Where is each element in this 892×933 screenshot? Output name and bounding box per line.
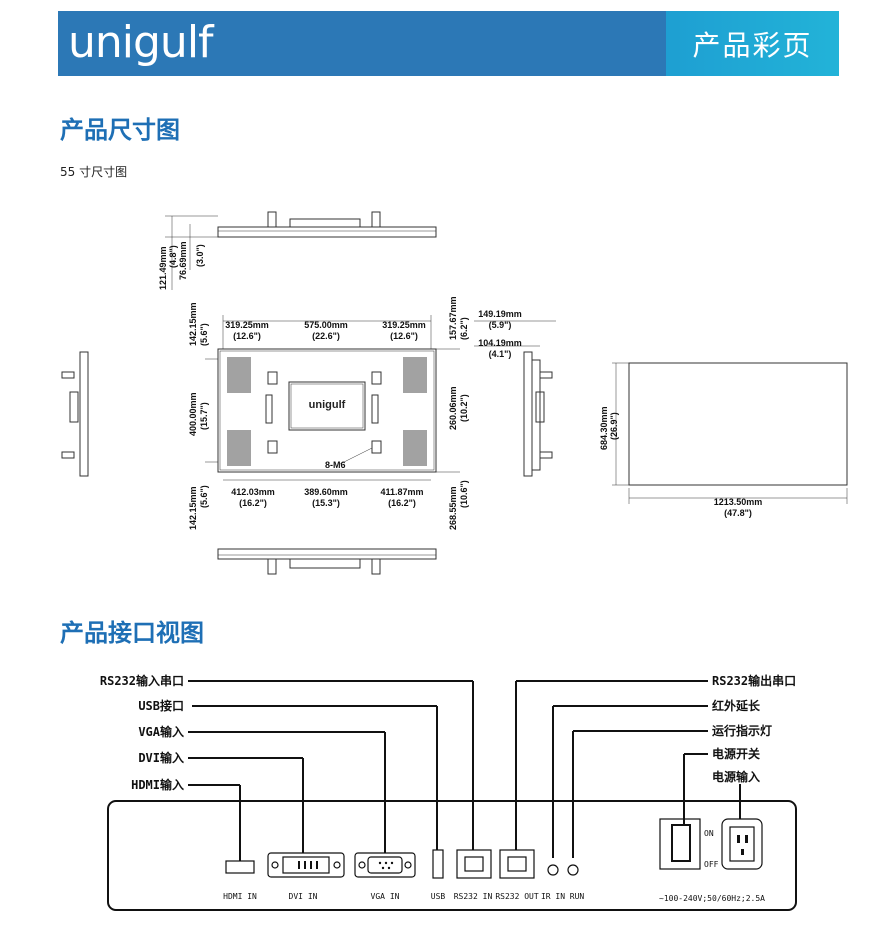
dim-side-1-inch: (5.9") [489, 320, 512, 330]
dim-front-height: 684.30mm [599, 406, 609, 450]
dim-left-1: 142.15mm [188, 302, 198, 346]
callout-rs232-in: RS232输入串口 [100, 673, 184, 688]
interface-diagram: RS232输入串口 USB接口 VGA输入 DVI输入 HDMI输入 RS232… [100, 673, 797, 911]
dim-bottom-2: 389.60mm [304, 487, 348, 497]
dim-left-1-inch: (5.6") [199, 323, 209, 346]
section-title-interfaces: 产品接口视图 [60, 619, 204, 647]
dim-right-2-inch: (10.2") [459, 394, 469, 422]
power-spec: ~100-240V;50/60Hz;2.5A [659, 894, 765, 903]
dim-left-3-inch: (5.6") [199, 485, 209, 508]
dim-front-width-inch: (47.8") [724, 508, 752, 518]
port-dvi: DVI IN [289, 892, 318, 901]
dim-right-1-inch: (6.2") [459, 317, 469, 340]
header-title: 产品彩页 [692, 28, 813, 62]
section-title-dimensions: 产品尺寸图 [60, 116, 180, 144]
port-rs232-in: RS232 IN [454, 892, 493, 901]
dim-left-2-inch: (15.7") [199, 402, 209, 430]
dim-right-1: 157.67mm [448, 296, 458, 340]
dim-top-depth2-inch: (3.0") [195, 244, 205, 267]
switch-on-label: ON [704, 829, 714, 838]
callout-power-switch: 电源开关 [712, 746, 760, 761]
callout-rs232-out: RS232输出串口 [712, 673, 796, 688]
dim-side-2-inch: (4.1") [489, 349, 512, 359]
dim-top-depth-inch: (4.8") [168, 245, 178, 268]
dim-bottom-3-inch: (16.2") [388, 498, 416, 508]
header-title-area: 产品彩页 [666, 11, 839, 76]
port-usb: USB [431, 892, 446, 901]
callout-usb: USB接口 [138, 698, 184, 713]
callout-dvi: DVI输入 [138, 750, 184, 765]
dim-top-depth2: 76.69mm [178, 241, 188, 280]
dimension-caption: 55 寸尺寸图 [60, 165, 128, 179]
callout-hdmi: HDMI输入 [131, 777, 184, 792]
port-hdmi: HDMI IN [223, 892, 257, 901]
port-ir: IR IN [541, 892, 565, 901]
dim-side-2: 104.19mm [478, 338, 522, 348]
dim-top-1-inch: (12.6") [233, 331, 261, 341]
dim-bottom-2-inch: (15.3") [312, 498, 340, 508]
dim-front-width: 1213.50mm [714, 497, 763, 507]
dim-side-1: 149.19mm [478, 309, 522, 319]
panel-logo: unigulf [309, 399, 346, 411]
callout-power-in: 电源输入 [712, 769, 760, 784]
dim-mount-screws: 8-M6 [325, 460, 346, 470]
dim-top-3-inch: (12.6") [390, 331, 418, 341]
switch-off-label: OFF [704, 860, 719, 869]
dim-top-1: 319.25mm [225, 320, 269, 330]
callout-ir: 红外延长 [712, 698, 761, 713]
dim-front-height-inch: (26.9") [609, 412, 619, 440]
dim-left-2: 400.00mm [188, 392, 198, 436]
dim-top-depth: 121.49mm [158, 246, 168, 290]
dim-top-3: 319.25mm [382, 320, 426, 330]
dim-right-3: 268.55mm [448, 486, 458, 530]
dim-bottom-3: 411.87mm [380, 487, 423, 497]
dimension-drawing: unigulf 121.49mm (4.8") 76.69mm (3.0") 3… [61, 211, 848, 575]
port-rs232-out: RS232 OUT [495, 892, 539, 901]
dim-left-3: 142.15mm [188, 486, 198, 530]
dim-top-2: 575.00mm [304, 320, 348, 330]
dim-bottom-1-inch: (16.2") [239, 498, 267, 508]
dim-top-2-inch: (22.6") [312, 331, 340, 341]
port-vga: VGA IN [371, 892, 400, 901]
dim-right-3-inch: (10.6") [459, 480, 469, 508]
dim-bottom-1: 412.03mm [231, 487, 275, 497]
dim-right-2: 260.06mm [448, 386, 458, 430]
brand-logo: unigulf [68, 17, 214, 68]
port-run: RUN [570, 892, 585, 901]
header-banner: unigulf 产品彩页 [58, 11, 839, 76]
callout-vga: VGA输入 [138, 724, 184, 739]
header-logo-area: unigulf [58, 11, 666, 76]
callout-run: 运行指示灯 [712, 723, 772, 738]
